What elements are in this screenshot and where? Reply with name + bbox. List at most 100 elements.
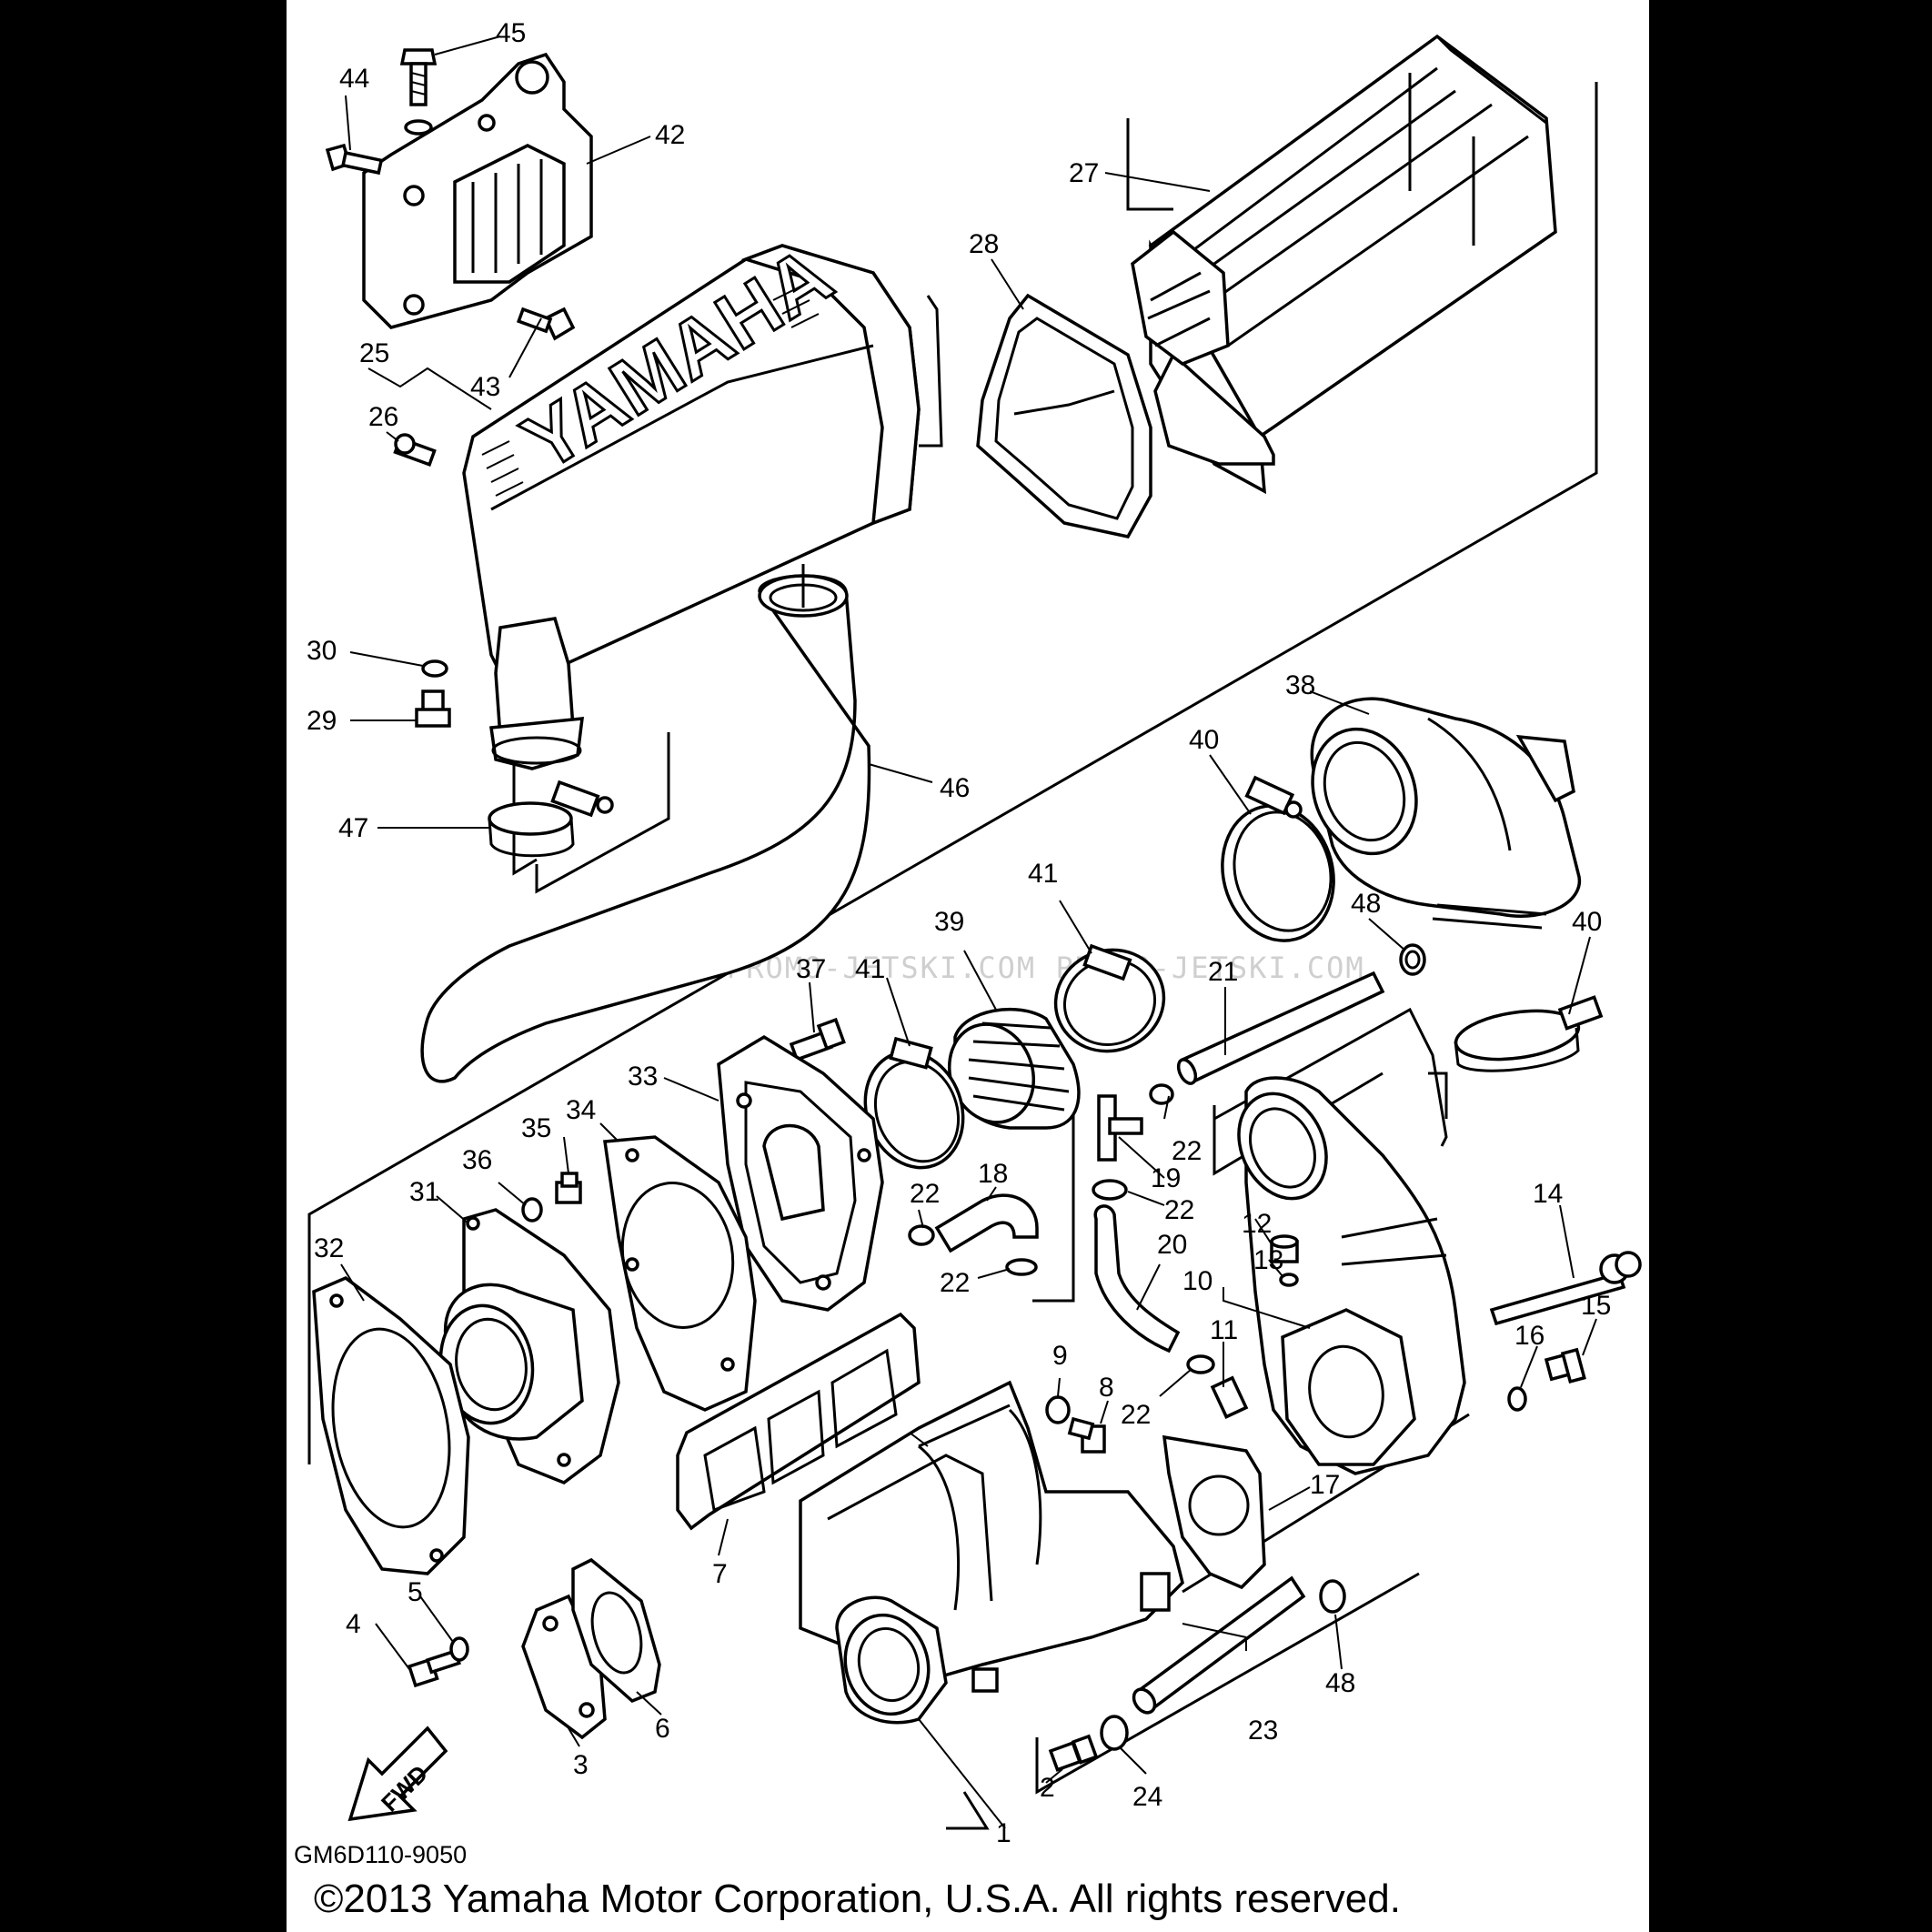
callout-7: 7 (712, 1559, 728, 1589)
clamp-48-lower (1319, 1579, 1346, 1614)
callout-4: 4 (346, 1609, 361, 1639)
callout-45: 45 (496, 18, 526, 48)
callout-8: 8 (1099, 1373, 1114, 1403)
fwd-arrow: FWD (347, 1726, 448, 1822)
pipe-21 (1176, 971, 1385, 1085)
assembly-frame-lines (307, 82, 1598, 1830)
bolt-15 (1544, 1347, 1586, 1384)
callout-labels: 1 2 3 4 5 6 7 8 9 10 11 12 13 14 15 16 1… (307, 18, 1611, 1848)
callout-44: 44 (339, 64, 369, 94)
clamp-22-c (908, 1224, 935, 1246)
callout-15: 15 (1581, 1291, 1611, 1321)
callout-37: 37 (796, 954, 826, 984)
callout-32: 32 (314, 1233, 344, 1263)
callout-28: 28 (969, 229, 999, 259)
bolt-4 (407, 1648, 461, 1688)
callout-39: 39 (934, 907, 964, 937)
washer-5 (449, 1636, 469, 1662)
callout-24: 24 (1132, 1782, 1162, 1812)
callout-46: 46 (940, 773, 970, 803)
callout-1: 1 (996, 1818, 1011, 1848)
clamp-47 (488, 780, 614, 858)
leader-lines (340, 35, 1597, 1829)
hose-20 (1093, 1204, 1181, 1353)
coupler-39 (947, 1007, 1081, 1130)
bracket-42 (362, 52, 593, 329)
clamp-48-upper (1399, 943, 1426, 976)
callout-2: 2 (1040, 1773, 1055, 1803)
plug-12 (1270, 1234, 1299, 1263)
callout-34: 34 (566, 1095, 596, 1125)
copyright-notice: ©2013 Yamaha Motor Corporation, U.S.A. A… (314, 1877, 1401, 1921)
callout-26: 26 (368, 402, 398, 432)
clamp-22-b (1092, 1179, 1128, 1201)
callout-29: 29 (307, 706, 337, 736)
callout-22-e: 22 (1121, 1400, 1151, 1430)
callout-30: 30 (307, 636, 337, 666)
bolt-37 (789, 1017, 846, 1062)
elbow-38 (1310, 697, 1582, 930)
pipe-23 (1132, 1575, 1306, 1715)
callout-6: 6 (655, 1714, 670, 1744)
callout-27: 27 (1069, 158, 1099, 188)
callout-40-b: 40 (1572, 907, 1602, 937)
callout-22-b: 22 (1164, 1195, 1194, 1225)
clamp-22-a (1149, 1083, 1174, 1105)
clamp-22-d (1005, 1258, 1038, 1276)
callout-22-c: 22 (910, 1179, 940, 1209)
callout-5: 5 (408, 1577, 423, 1607)
drawing-code: GM6D110-9050 (294, 1841, 467, 1868)
hose-18 (934, 1193, 1039, 1253)
washer-16 (1507, 1386, 1527, 1412)
bolt-45 (399, 48, 438, 136)
clamp-40-lower (1454, 995, 1604, 1072)
gasket-32 (312, 1275, 470, 1575)
callout-38: 38 (1285, 670, 1315, 700)
bolt-8 (1067, 1416, 1106, 1454)
callout-21: 21 (1208, 957, 1238, 987)
clamp-41-upper (1053, 943, 1166, 1053)
callout-17: 17 (1310, 1470, 1340, 1500)
gasket-34 (603, 1135, 757, 1412)
clamp-40-upper (1221, 775, 1335, 942)
callout-41-b: 41 (855, 954, 885, 984)
callout-40-a: 40 (1189, 725, 1219, 755)
gasket-17 (1162, 1434, 1266, 1590)
callout-19: 19 (1151, 1163, 1181, 1193)
callout-12: 12 (1242, 1209, 1272, 1239)
washer-13 (1279, 1273, 1299, 1287)
gasket-6 (571, 1557, 661, 1704)
callout-14: 14 (1533, 1179, 1563, 1209)
bolt-44 (325, 143, 384, 176)
cover-33 (717, 1034, 884, 1312)
bolt-43 (516, 307, 576, 341)
clamp-24 (1100, 1715, 1129, 1751)
callout-13: 13 (1253, 1245, 1283, 1275)
callout-31: 31 (409, 1177, 439, 1207)
callout-35: 35 (521, 1113, 551, 1143)
callout-11: 11 (1210, 1315, 1238, 1345)
fitting-11 (1210, 1375, 1249, 1419)
washer-30 (421, 659, 448, 678)
bolt-26 (393, 433, 437, 467)
callout-3: 3 (573, 1750, 589, 1780)
callout-10: 10 (1182, 1266, 1213, 1296)
tee-19 (1097, 1094, 1143, 1162)
callout-23: 23 (1248, 1716, 1278, 1746)
bolt-29 (415, 689, 451, 728)
fitting-2 (1048, 1734, 1099, 1772)
bolt-35 (555, 1172, 582, 1204)
callout-48-a: 48 (1351, 889, 1381, 919)
washer-36 (521, 1197, 543, 1223)
washer-9 (1045, 1395, 1071, 1424)
callout-41-a: 41 (1028, 859, 1058, 889)
callout-18: 18 (978, 1159, 1008, 1189)
clamp-22-e (1186, 1354, 1215, 1374)
callout-47: 47 (338, 813, 368, 843)
air-box-27 (1131, 34, 1557, 495)
gasket-28 (976, 293, 1152, 538)
callout-16: 16 (1514, 1321, 1545, 1351)
callout-36: 36 (462, 1145, 492, 1175)
callout-22-d: 22 (940, 1268, 970, 1298)
